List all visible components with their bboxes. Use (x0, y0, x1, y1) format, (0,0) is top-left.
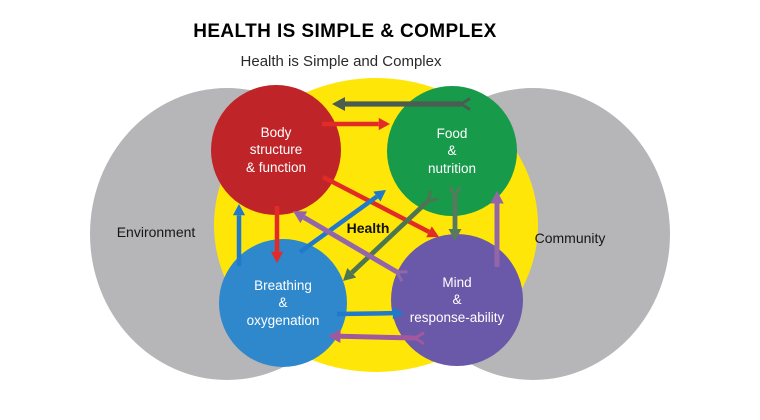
arrow-food-to-breathing (343, 190, 439, 281)
community-label: Community (534, 230, 606, 246)
environment-label: Environment (116, 224, 196, 240)
node-body-structure: Body structure & function (211, 85, 341, 215)
arrow-breathing-to-mind (336, 307, 404, 320)
health-center-label: Health (346, 220, 390, 236)
arrow-mind-to-body (293, 211, 408, 283)
page-title: HEALTH IS SIMPLE & COMPLEX (193, 21, 497, 42)
node-food-label: Food & nutrition (427, 125, 477, 176)
arrow-body-to-food (322, 117, 390, 131)
arrow-body-to-mind (321, 175, 439, 238)
arrow-body-to-breathing (270, 206, 284, 263)
node-body-label: Body structure & function (245, 124, 307, 175)
diagram-subtitle: Health is Simple and Complex (240, 53, 442, 70)
arrow-food-to-body (332, 96, 471, 112)
arrow-breathing-to-body (232, 204, 246, 266)
node-mind-label: Mind & response-ability (409, 274, 505, 325)
arrow-food-to-mind (448, 186, 462, 241)
arrow-mind-to-food (490, 191, 504, 267)
node-mind-responseability: Mind & response-ability (391, 234, 523, 366)
node-breathing-label: Breathing & oxygenation (246, 277, 320, 328)
arrow-breathing-to-food (298, 190, 386, 254)
arrow-mind-to-breathing (328, 329, 425, 345)
